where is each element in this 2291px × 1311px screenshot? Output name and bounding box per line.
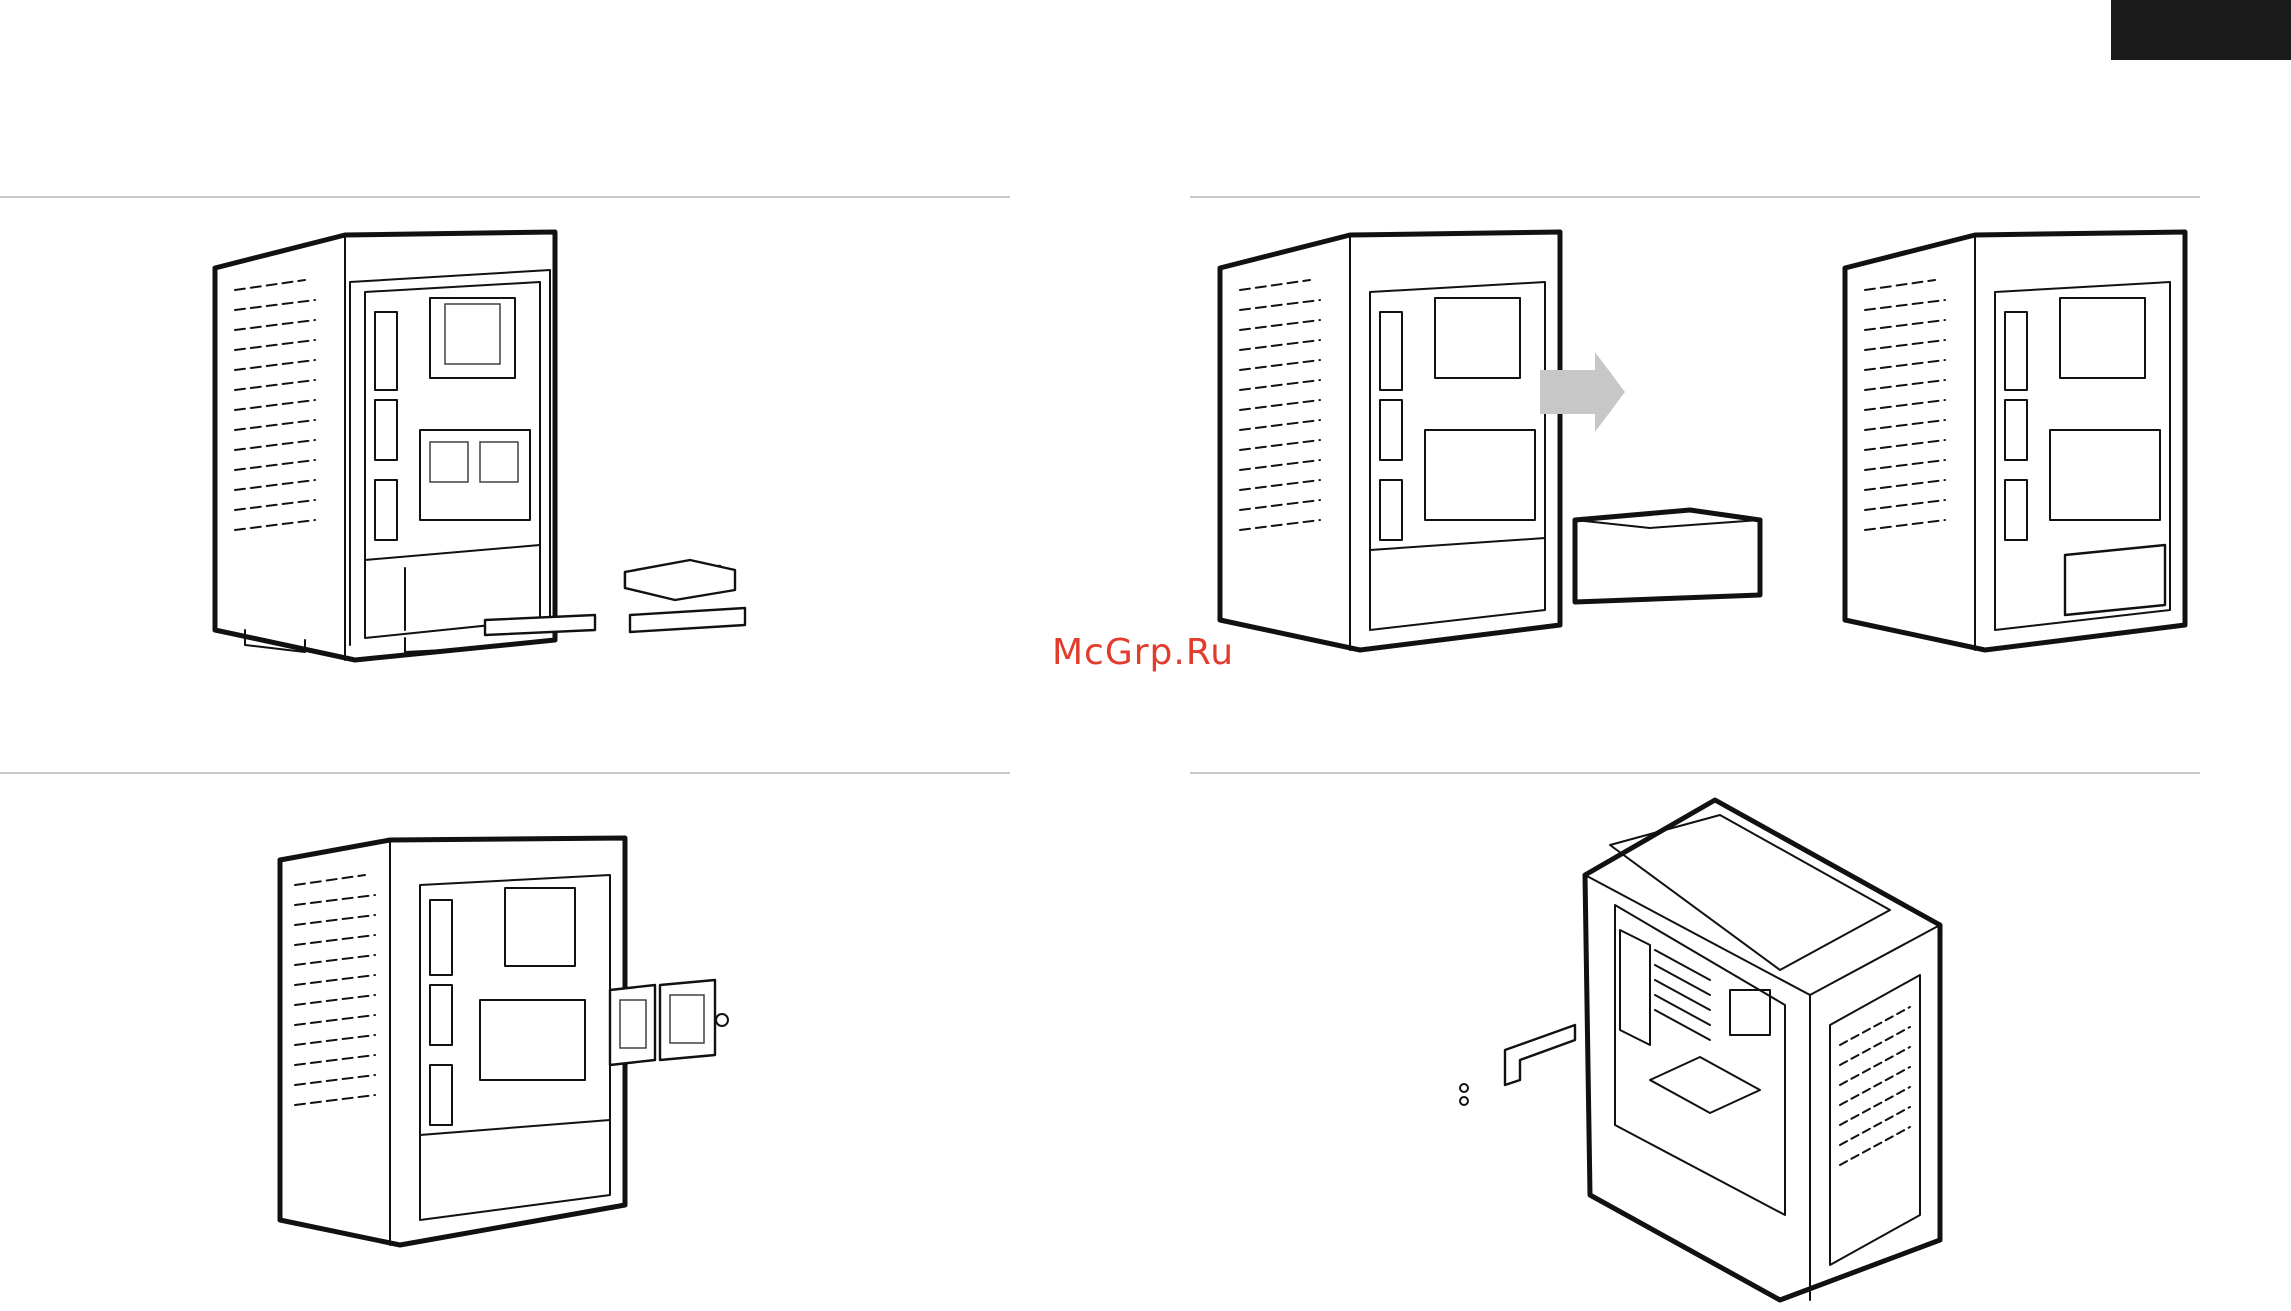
pc-case-icon [280, 838, 625, 1245]
pc-case-icon [215, 232, 555, 660]
power-supply-icon [1575, 510, 1760, 602]
section-divider-top-right [1190, 196, 2200, 198]
pc-case-angled-icon [1585, 800, 1940, 1300]
pc-case-before-icon [1220, 232, 1560, 650]
pc-case-after-icon [1845, 232, 2185, 650]
section-divider-bottom-left [0, 772, 1010, 774]
figure-1-case-drive-trays [205, 220, 825, 670]
section-divider-top-left [0, 196, 1010, 198]
slot-cover-icon [1460, 1025, 1575, 1105]
ssd-bracket-icon [610, 980, 728, 1065]
figure-4-expansion-slot [1450, 795, 2010, 1295]
figure-3-ssd-mount [270, 800, 750, 1250]
section-tab [2111, 0, 2291, 60]
figure-2-psu-install [1210, 220, 2210, 670]
section-divider-bottom-right [1190, 772, 2200, 774]
watermark: McGrp.Ru [1052, 632, 1234, 673]
